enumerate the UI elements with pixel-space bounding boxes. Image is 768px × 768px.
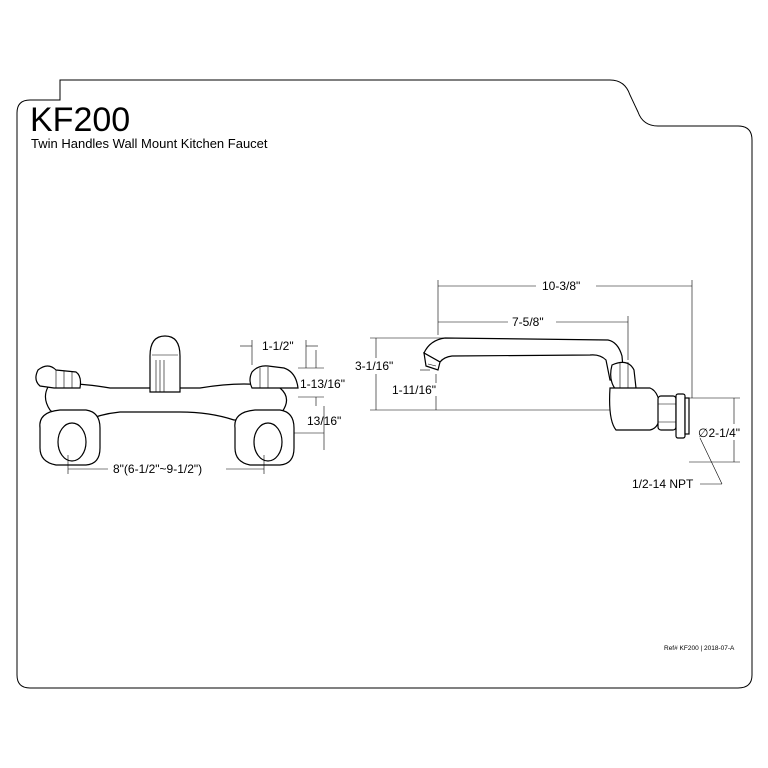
wall-flange <box>675 393 686 439</box>
dim-spout-height: 3-1/16" <box>355 337 610 411</box>
label-inlet-offset: 13/16" <box>307 414 341 428</box>
dim-centers: 8"(6-1/2"~9-1/2") <box>67 455 265 476</box>
side-handle <box>610 361 637 391</box>
side-body <box>609 387 661 431</box>
dim-handle-width: 1-1/2" <box>240 339 318 368</box>
label-spout-reach: 7-5/8" <box>512 315 544 329</box>
dim-connection: 1/2-14 NPT <box>632 437 723 491</box>
label-connection: 1/2-14 NPT <box>632 477 694 491</box>
left-inlet-face <box>57 422 87 462</box>
side-spout-arm <box>423 337 625 381</box>
model-title: KF200 <box>30 101 130 139</box>
dim-inlet-offset: 13/16" <box>294 406 341 450</box>
side-view: 10-3/8" 7-5/8" 3-1/16" 1-11/16" <box>355 279 740 491</box>
left-handle <box>35 365 82 389</box>
front-spout <box>149 335 181 393</box>
right-inlet-face <box>253 422 283 462</box>
label-handle-width: 1-1/2" <box>262 339 294 353</box>
sheet-border <box>16 79 753 689</box>
label-spout-height: 3-1/16" <box>355 359 393 373</box>
reference-note: Ref# KF200 | 2018-07-A <box>664 645 735 652</box>
label-handle-height: 1-13/16" <box>300 377 345 391</box>
dim-overall-reach: 10-3/8" <box>437 279 693 398</box>
label-flange-diameter: ∅2-1/4" <box>698 426 740 440</box>
label-overall-reach: 10-3/8" <box>542 279 580 293</box>
dim-outlet-height: 1-11/16" <box>392 369 437 410</box>
dim-spout-reach: 7-5/8" <box>438 315 629 360</box>
model-description: Twin Handles Wall Mount Kitchen Faucet <box>31 136 268 151</box>
union-nut <box>657 395 677 431</box>
dim-handle-height: 1-13/16" <box>298 350 345 406</box>
dim-flange-diameter: ∅2-1/4" <box>689 397 740 463</box>
front-view: 1-1/2" 1-13/16" 13/16" 8"(6-1/2"~9-1/2") <box>35 335 345 476</box>
label-outlet-height: 1-11/16" <box>392 383 436 397</box>
right-handle <box>249 365 299 389</box>
wall-flange-edge <box>684 397 690 435</box>
label-centers: 8"(6-1/2"~9-1/2") <box>113 462 202 476</box>
